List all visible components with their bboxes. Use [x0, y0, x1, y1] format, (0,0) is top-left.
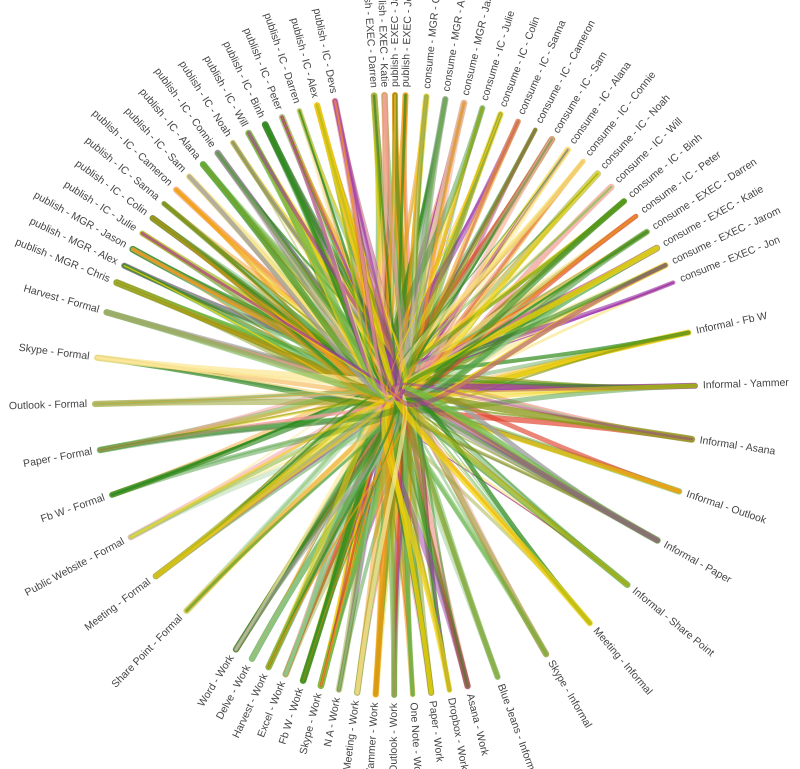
node-label-pub-exec-jarom[interactable]: publish - EXEC - Jarom	[389, 0, 401, 87]
node-label-inf-outlook[interactable]: Informal - Outlook	[685, 488, 769, 526]
link-layer	[91, 91, 698, 698]
node-label-dropbox-work[interactable]: Dropbox - Work	[445, 697, 470, 769]
node-label-onenote-work[interactable]: One Note - Work	[407, 702, 424, 769]
node-label-inf-asana[interactable]: Informal - Asana	[699, 434, 777, 457]
node-label-fbw-formal[interactable]: Fb W - Formal	[39, 492, 106, 526]
node-label-na-work[interactable]: N A - Work	[322, 696, 343, 748]
node-label-sharepoint-formal[interactable]: Share Point - Formal	[109, 612, 185, 690]
node-label-outlook-work[interactable]: Outlook - Work	[388, 702, 400, 769]
node-label-meeting-inf[interactable]: Meeting - Informal	[591, 625, 655, 697]
node-label-harvest-formal[interactable]: Harvest - Formal	[22, 283, 100, 316]
node-label-inf-yammer[interactable]: Informal - Yammer	[703, 377, 790, 392]
node-label-paper-work[interactable]: Paper - Work	[426, 700, 445, 763]
node-label-paper-formal[interactable]: Paper - Formal	[22, 445, 93, 470]
node-label-asana-work[interactable]: Asana - Work	[464, 692, 491, 757]
node-label-yammer-work[interactable]: Yammer - Work	[364, 701, 381, 769]
node-label-pub-exec-katie[interactable]: publish - EXEC - Katie	[375, 0, 391, 88]
node-label-meeting-formal[interactable]: Meeting - Formal	[82, 576, 153, 633]
node-label-inf-paper[interactable]: Informal - Paper	[662, 539, 734, 586]
node-label-inf-fbw[interactable]: Informal - Fb W	[695, 310, 768, 337]
node-label-pub-exec-jon[interactable]: publish - EXEC - Jon	[399, 0, 414, 87]
node-label-outlook-formal[interactable]: Outlook - Formal	[9, 398, 88, 412]
node-label-meeting-work[interactable]: Meeting - Work	[341, 699, 362, 769]
node-label-con-exec-jon[interactable]: consume - EXEC - Jon	[678, 234, 782, 285]
node-label-skype-formal[interactable]: Skype - Formal	[18, 342, 90, 363]
node-label-pub-mgr-chris[interactable]: publish - MGR - Chris	[14, 236, 112, 285]
node-label-bluejeans-inf[interactable]: Blue Jeans - Informal	[495, 682, 540, 769]
node-label-publicweb-formal[interactable]: Public Website - Formal	[23, 536, 127, 599]
node-label-skype-inf[interactable]: Skype - Informal	[545, 658, 594, 730]
node-label-con-mgr-chris[interactable]: consume - MGR - Chris	[421, 0, 444, 89]
link-pub-ic-devs-harvest-work	[267, 100, 406, 668]
node-label-inf-sharepoint[interactable]: Informal - Share Point	[630, 585, 717, 659]
